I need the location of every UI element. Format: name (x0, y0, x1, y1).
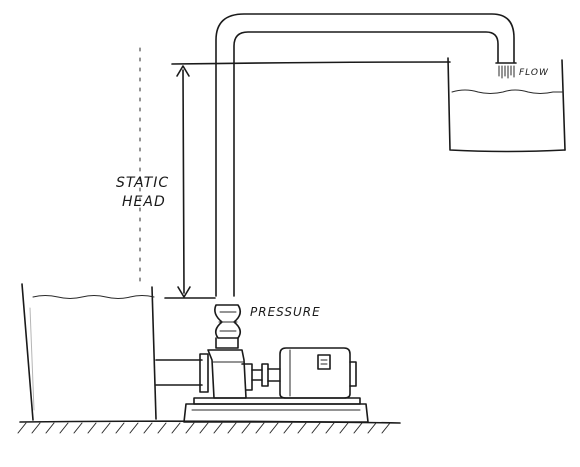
hatch-mark (31, 422, 41, 434)
hatch-mark (283, 422, 293, 434)
hatch-mark (73, 422, 83, 434)
hatch-mark (367, 422, 377, 434)
hatch-mark (45, 422, 55, 434)
hatch-mark (185, 422, 195, 434)
shaft-coupling (251, 363, 281, 387)
hatch-mark (381, 422, 391, 434)
hatch-mark (353, 422, 363, 434)
motor (279, 347, 357, 399)
flow-stream (498, 65, 515, 79)
base-plate (183, 397, 369, 423)
ground-hatching (17, 422, 391, 434)
flow-label: FLOW (519, 68, 549, 78)
pressure-label: PRESSURE (250, 305, 321, 319)
static-head-label-line1: STATIC (116, 175, 169, 191)
hatch-mark (255, 422, 265, 434)
hatch-mark (325, 422, 335, 434)
static-head-label-line2: HEAD (122, 194, 166, 210)
pump-casing (207, 349, 253, 399)
hatch-mark (339, 422, 349, 434)
static-head-dimension (164, 61, 451, 299)
hatch-mark (269, 422, 279, 434)
upper-tank (447, 57, 566, 153)
hatch-mark (143, 422, 153, 434)
hatch-mark (17, 422, 27, 434)
hatch-mark (297, 422, 307, 434)
pressure-coupling (214, 304, 242, 349)
ground (17, 420, 401, 434)
discharge-pipe (215, 13, 517, 297)
hatch-mark (87, 422, 97, 434)
hatch-mark (213, 422, 223, 434)
lower-tank (21, 283, 157, 421)
hatch-mark (311, 422, 321, 434)
hatch-mark (115, 422, 125, 434)
hatch-mark (101, 422, 111, 434)
hatch-mark (157, 422, 167, 434)
hatch-mark (59, 422, 69, 434)
hatch-mark (241, 422, 251, 434)
hatch-mark (227, 422, 237, 434)
hatch-mark (199, 422, 209, 434)
hatch-mark (129, 422, 139, 434)
hatch-mark (171, 422, 181, 434)
suction-pipe (155, 353, 209, 393)
